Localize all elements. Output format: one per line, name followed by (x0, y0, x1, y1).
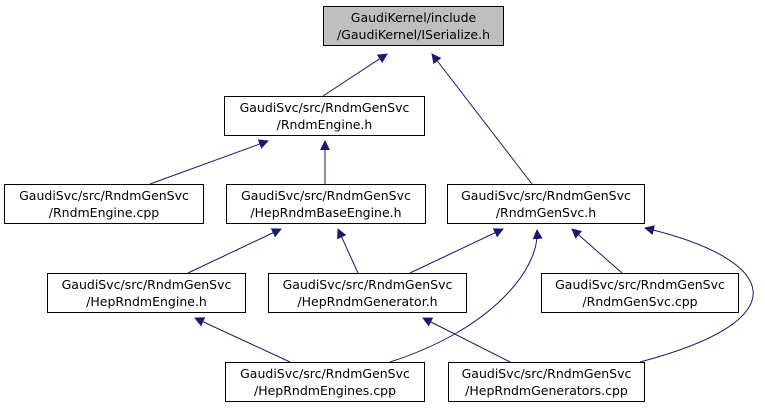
node-label-line2: /HepRndmGenerators.cpp (465, 383, 628, 398)
node-label-line1: GaudiSvc/src/RndmGenSvc (555, 277, 725, 292)
node-label-line1: GaudiKernel/include (350, 10, 477, 25)
node-label-line1: GaudiSvc/src/RndmGenSvc (461, 188, 631, 203)
node-label-line1: GaudiSvc/src/RndmGenSvc (19, 188, 189, 203)
node-heprndmgenerator-h[interactable]: GaudiSvc/src/RndmGenSvc /HepRndmGenerato… (268, 273, 467, 313)
edge-rndmengine-cpp-to-rndmengine-h (149, 139, 269, 185)
node-label-line2: /GaudiKernel/ISerialize.h (336, 27, 491, 42)
node-label-line2: /HepRndmGenerator.h (297, 294, 438, 309)
edge-heprndmengines-cpp-to-rndmgensvc-h (389, 229, 543, 363)
edge-heprndmgenerators-cpp-to-heprndmgenerator-h (422, 317, 511, 363)
node-iserialize-h[interactable]: GaudiKernel/include /GaudiKernel/ISerial… (323, 6, 504, 46)
node-heprndmengine-h[interactable]: GaudiSvc/src/RndmGenSvc /HepRndmEngine.h (47, 273, 246, 313)
node-label-line2: /RndmEngine.cpp (48, 205, 160, 220)
node-rndmgensvc-h[interactable]: GaudiSvc/src/RndmGenSvc /RndmGenSvc.h (447, 184, 645, 224)
node-label-line1: GaudiSvc/src/RndmGenSvc (461, 366, 632, 381)
edge-rndmgensvc-cpp-to-rndmgensvc-h (571, 228, 623, 274)
edge-heprndmgenerator-h-to-rndmgensvc-h (409, 228, 504, 274)
node-label-line2: /HepRndmEngine.h (86, 294, 207, 309)
node-heprndmgenerators-cpp[interactable]: GaudiSvc/src/RndmGenSvc /HepRndmGenerato… (448, 362, 645, 402)
node-label-line2: /HepRndmBaseEngine.h (250, 205, 402, 220)
edge-rndmgensvc-h-to-iserialize (431, 53, 533, 185)
node-rndmengine-h[interactable]: GaudiSvc/src/RndmGenSvc /RndmEngine.h (224, 96, 425, 136)
node-label-line1: GaudiSvc/src/RndmGenSvc (241, 188, 411, 203)
node-heprndmengines-cpp[interactable]: GaudiSvc/src/RndmGenSvc /HepRndmEngines.… (225, 362, 425, 402)
node-heprndmbaseengine-h[interactable]: GaudiSvc/src/RndmGenSvc /HepRndmBaseEngi… (226, 184, 426, 224)
node-label-line2: /RndmGenSvc.cpp (582, 294, 698, 309)
node-rndmengine-cpp[interactable]: GaudiSvc/src/RndmGenSvc /RndmEngine.cpp (4, 184, 204, 224)
edge-rndmengine-h-to-iserialize (322, 53, 388, 97)
node-label-line2: /HepRndmEngines.cpp (253, 383, 397, 398)
node-label-line1: GaudiSvc/src/RndmGenSvc (240, 366, 410, 381)
edge-heprndmengines-cpp-to-heprndmengine-h (194, 317, 291, 363)
node-label-line1: GaudiSvc/src/RndmGenSvc (61, 277, 232, 292)
node-label-line1: GaudiSvc/src/RndmGenSvc (282, 277, 453, 292)
node-label-line2: /RndmEngine.h (276, 117, 373, 132)
node-rndmgensvc-cpp[interactable]: GaudiSvc/src/RndmGenSvc /RndmGenSvc.cpp (541, 273, 739, 313)
edge-heprndmgenerators-cpp-to-rndmgensvc-h (639, 225, 754, 363)
node-label-line2: /RndmGenSvc.h (495, 205, 597, 220)
edge-heprndmengine-h-to-heprndmbaseengine-h (187, 228, 282, 274)
node-label-line1: GaudiSvc/src/RndmGenSvc (239, 100, 410, 115)
edge-heprndmgenerator-h-to-heprndmbaseengine-h (337, 228, 359, 274)
